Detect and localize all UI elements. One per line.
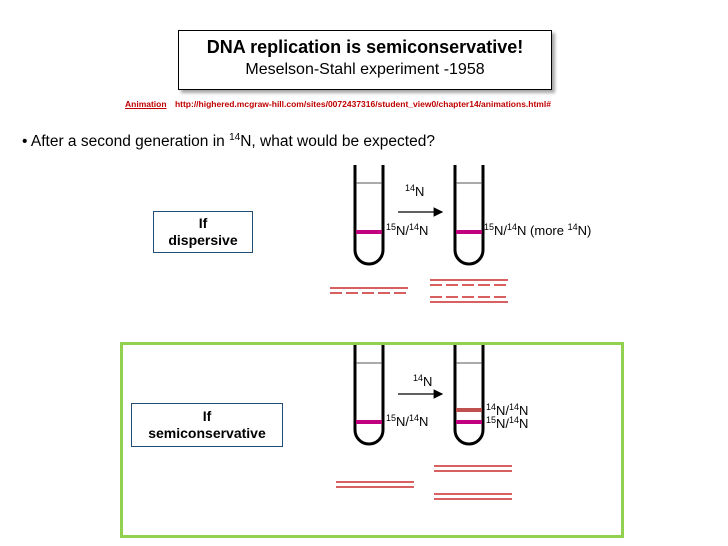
semiconservative-tube-2 <box>453 345 485 446</box>
semiconservative-dna-3 <box>434 493 512 500</box>
slide-subtitle: Meselson-Stahl experiment -1958 <box>245 61 485 78</box>
semiconservative-tube1-label: 15N/14N <box>386 413 429 429</box>
dispersive-arrow-label: 14N <box>405 183 425 199</box>
animation-row: Animation http://highered.mcgraw-hill.co… <box>125 99 551 109</box>
dispersive-tube-2 <box>453 165 485 266</box>
semiconservative-label-box: If semiconservative <box>131 403 283 447</box>
dispersive-dna-3 <box>430 296 508 303</box>
semiconservative-tube2-bottom-label: 15N/14N <box>486 415 529 431</box>
semiconservative-tube2-top-label: 14N/14N <box>486 402 529 418</box>
dispersive-tube-1 <box>353 165 385 266</box>
dispersive-dna-2 <box>430 279 508 286</box>
animation-url[interactable]: http://highered.mcgraw-hill.com/sites/00… <box>174 99 551 109</box>
animation-link[interactable]: Animation <box>125 99 167 109</box>
dispersive-label-text: dispersive <box>168 232 238 248</box>
semiconservative-frame <box>120 342 624 538</box>
semiconservative-label-text: semiconservative <box>148 425 266 441</box>
semiconservative-tube-1 <box>353 345 385 446</box>
slide-title: DNA replication is semiconservative! <box>206 37 524 57</box>
dispersive-label-box: If dispersive <box>153 211 253 253</box>
question-suffix: N, what would be expected? <box>240 133 435 150</box>
semiconservative-arrow-label: 14N <box>413 373 433 389</box>
question-text: • After a second generation in 14N, what… <box>22 133 435 151</box>
title-box: DNA replication is semiconservative! Mes… <box>178 30 552 90</box>
dispersive-tube2-label: 15N/14N (more 14N) <box>484 222 592 238</box>
semiconservative-dna-1 <box>336 481 414 488</box>
question-isotope: 14 <box>229 132 241 143</box>
dispersive-dna-1 <box>330 287 408 294</box>
question-prefix: • After a second generation in <box>22 133 230 150</box>
semiconservative-dna-2 <box>434 465 512 472</box>
dispersive-label-if: If <box>198 215 208 231</box>
dispersive-tube1-label: 15N/14N <box>386 222 429 238</box>
semiconservative-label-if: If <box>202 408 212 424</box>
